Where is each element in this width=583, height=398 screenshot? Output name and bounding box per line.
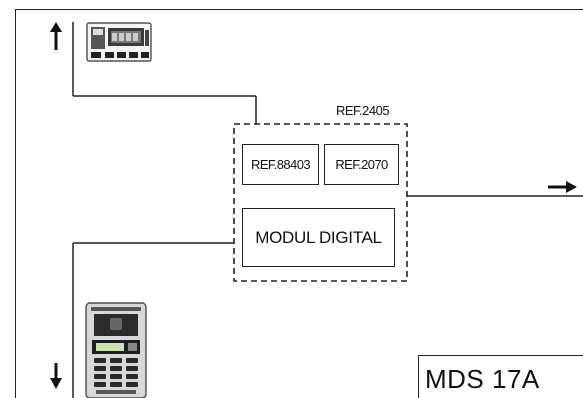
arrow-up-icon <box>50 22 62 50</box>
ref-88403-box: REF.88403 <box>242 144 319 185</box>
arrow-right-icon <box>548 181 577 193</box>
door-entry-panel-icon <box>85 302 147 398</box>
ref-2405-label: REF.2405 <box>336 103 390 118</box>
diagram-frame <box>15 9 583 398</box>
indoor-monitor-icon <box>86 22 152 62</box>
arrow-down-icon <box>50 363 62 389</box>
ref-2405-boundary <box>233 123 408 282</box>
model-label-box: MDS 17A <box>418 355 583 398</box>
ref-2070-box: REF.2070 <box>324 144 399 185</box>
modul-digital-box: MODUL DIGITAL <box>242 208 395 267</box>
model-label: MDS 17A <box>425 364 540 394</box>
